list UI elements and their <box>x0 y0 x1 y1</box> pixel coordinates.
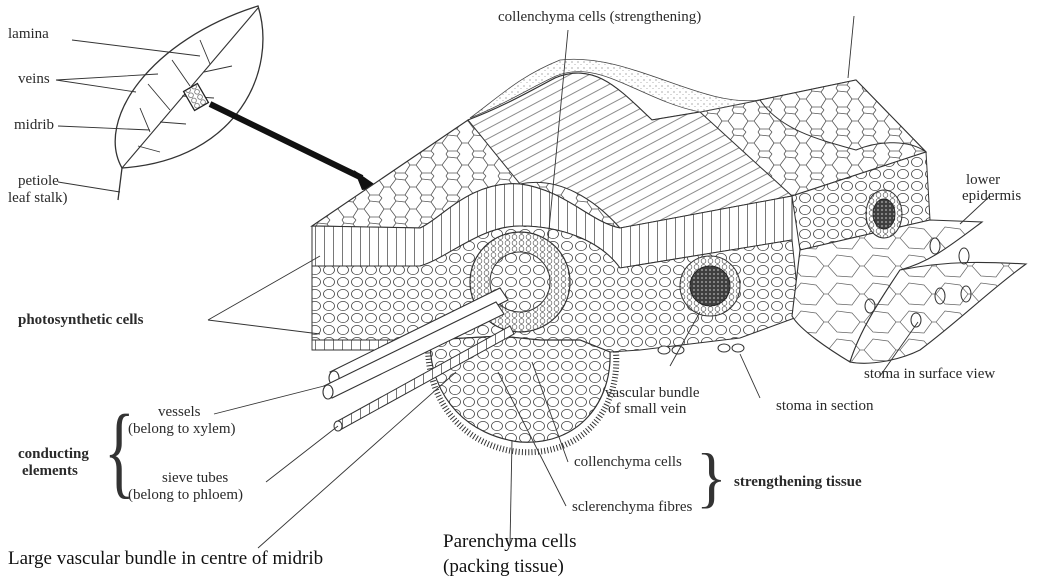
caption-large-vascular-bundle: Large vascular bundle in centre of midri… <box>8 548 323 570</box>
caption-parenchyma-cells: Parenchyma cells <box>443 531 576 553</box>
label-lamina: lamina <box>8 26 49 43</box>
label-photosynthetic-cells: photosynthetic cells <box>18 312 143 329</box>
conducting-brace: { <box>104 400 135 502</box>
leaf-outline-sketch <box>115 6 263 200</box>
far-vascular-bundle <box>866 190 902 238</box>
label-vessels: vessels <box>158 404 201 421</box>
label-belong-to-phloem: (belong to phloem) <box>128 487 243 504</box>
label-midrib: midrib <box>14 117 54 134</box>
label-strengthening-tissue: strengthening tissue <box>734 474 862 491</box>
label-of-small-vein: of small vein <box>608 401 686 418</box>
label-petiole: petiole <box>18 173 59 190</box>
label-stoma-surface-view: stoma in surface view <box>864 366 995 383</box>
label-lower: lower <box>966 172 1000 189</box>
label-belong-to-xylem: (belong to xylem) <box>128 421 235 438</box>
label-vascular-bundle: vascular bundle <box>605 385 700 402</box>
caption-packing-tissue: (packing tissue) <box>443 556 564 578</box>
label-collenchyma-cells: collenchyma cells <box>574 454 682 471</box>
label-elements: elements <box>22 463 78 480</box>
label-conducting: conducting <box>18 446 89 463</box>
label-veins: veins <box>18 71 50 88</box>
label-epidermis: epidermis <box>962 188 1021 205</box>
label-leaf-stalk: leaf stalk) <box>8 190 68 207</box>
strengthening-brace: { <box>696 444 727 511</box>
leaf-leader-lines <box>56 40 200 192</box>
enlargement-arrow <box>210 104 380 190</box>
small-vascular-bundle <box>680 256 740 316</box>
label-collenchyma-strengthening: collenchyma cells (strengthening) <box>498 9 701 26</box>
label-sclerenchyma-fibres: sclerenchyma fibres <box>572 499 692 516</box>
label-stoma-in-section: stoma in section <box>776 398 874 415</box>
label-sieve-tubes: sieve tubes <box>162 470 228 487</box>
